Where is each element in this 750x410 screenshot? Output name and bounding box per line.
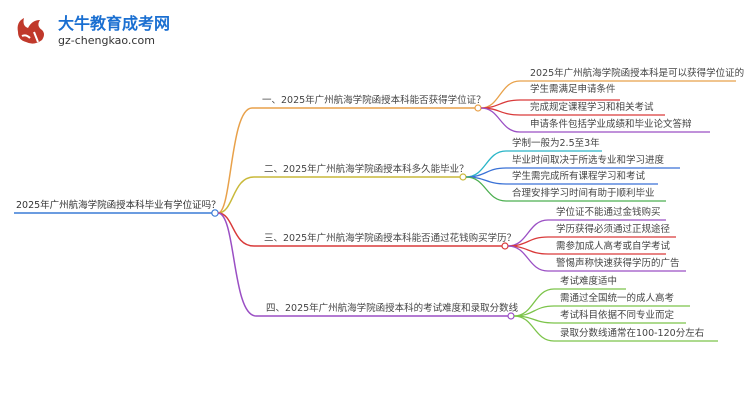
branch-4-connector [217,212,257,317]
root-topic: 2025年广州航海学院函授本科毕业有学位证吗？ [16,200,221,211]
branch-4-leaf-4-connector [513,315,555,342]
branch-2-leaf-2: 毕业时间取决于所选专业和学习进度 [512,155,665,166]
branch-3-label: 三、2025年广州航海学院函授本科能否通过花钱购买学历？ [264,233,517,244]
branch-3-leaf-4-connector [507,245,549,272]
branch-1-leaf-3: 完成规定课程学习和相关考试 [530,102,654,113]
branch-2-leaf-3: 学生需完成所有课程学习和考试 [512,171,646,182]
branch-4-leaf-1-connector [513,288,555,317]
branch-1-leaf-4-connector [480,107,521,133]
branch-4-leaf-4: 录取分数线通常在100-120分左右 [560,328,705,339]
branch-4-leaf-2: 需通过全国统一的成人高考 [560,293,675,304]
branch-2-leaf-4: 合理安排学习时间有助于顺利毕业 [512,188,655,199]
branch-1-connector [217,107,253,214]
branch-3-leaf-1: 学位证不能通过金钱购买 [556,207,661,218]
logo-title: 大牛教育成考网 [58,14,171,33]
branch-3-leaf-2: 学历获得必须通过正规途径 [556,224,671,235]
branch-4-leaf-1: 考试难度适中 [560,276,618,287]
bull-logo-icon [17,18,44,44]
branch-1-leaf-2: 学生需满足申请条件 [530,84,616,95]
branch-2-connector [217,176,255,214]
site-logo: 大牛教育成考网 gz-chengkao.com [8,4,178,54]
branch-4-label: 四、2025年广州航海学院函授本科的考试难度和录取分数线 [266,303,519,314]
branch-4-leaf-3: 考试科目依据不同专业而定 [560,310,675,321]
branch-2-leaf-4-connector [465,176,507,202]
branch-3-leaf-4: 警惕声称快速获得学历的广告 [556,258,680,269]
branch-1-leaf-4: 申请条件包括学业成绩和毕业论文答辩 [530,119,692,130]
branch-1-label: 一、2025年广州航海学院函授本科能否获得学位证？ [262,95,486,106]
branch-3-leaf-3: 需参加成人高考或自学考试 [556,241,671,252]
branch-1-leaf-1: 2025年广州航海学院函授本科是可以获得学位证的 [530,68,745,79]
logo-url: gz-chengkao.com [58,34,155,47]
branch-2-label: 二、2025年广州航海学院函授本科多久能毕业？ [264,164,469,175]
branch-2-leaf-1: 学制一般为2.5至3年 [512,138,600,149]
